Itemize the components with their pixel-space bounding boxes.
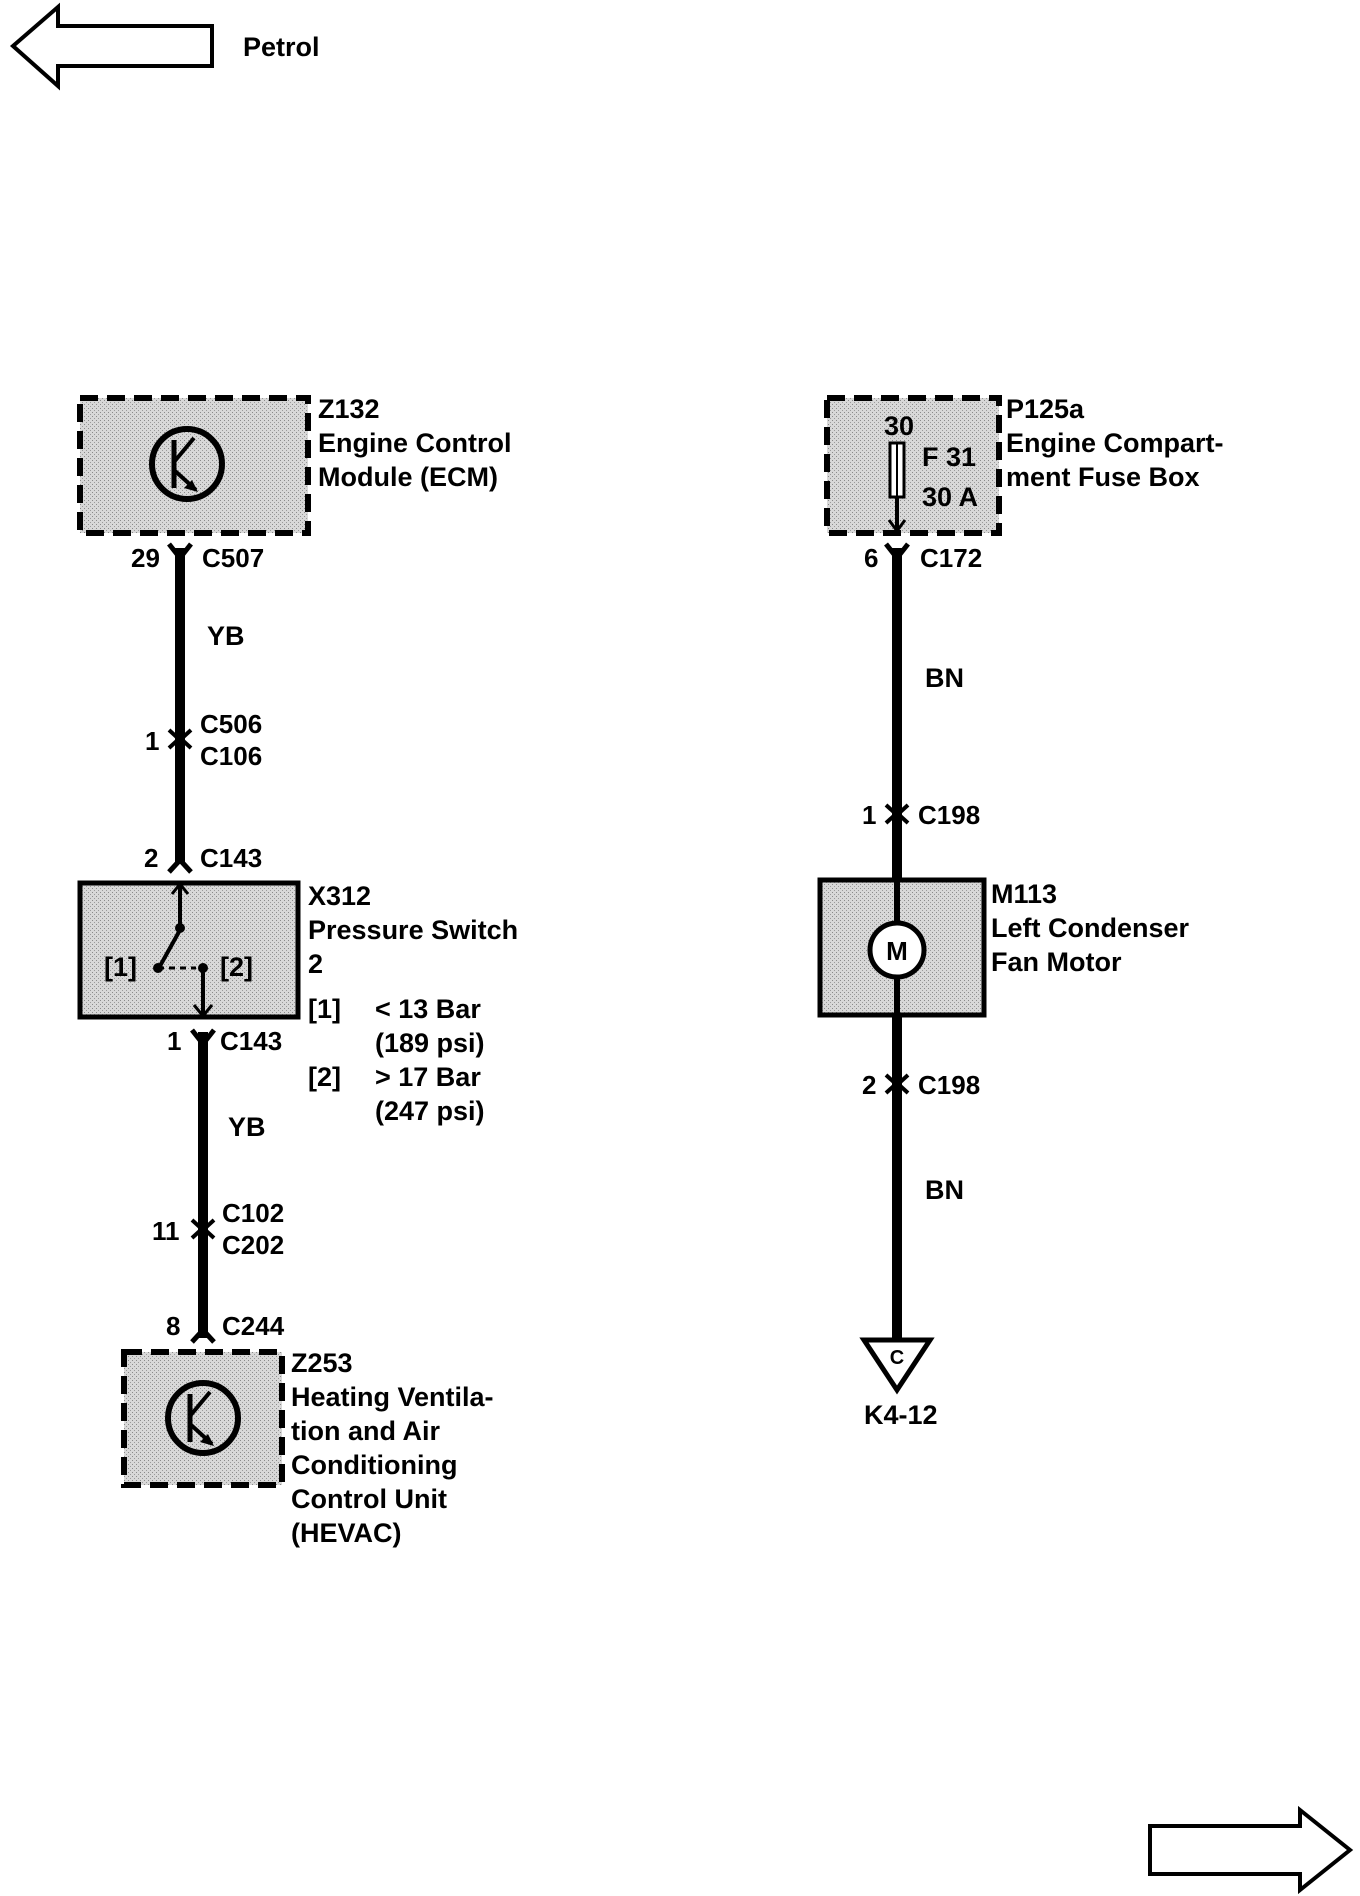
ecm-name-line2: Module (ECM) bbox=[318, 462, 498, 492]
switch-top-pin: 2 bbox=[144, 843, 158, 873]
motor-symbol: M bbox=[886, 936, 908, 966]
fusebox-code: P125a bbox=[1006, 394, 1085, 424]
pressure-switch-component bbox=[77, 880, 301, 1020]
ground-reference-label[interactable]: K4-12 bbox=[864, 1400, 938, 1430]
hevac-line-3: Conditioning bbox=[291, 1450, 457, 1480]
hevac-line-5: (HEVAC) bbox=[291, 1518, 402, 1548]
motor-component bbox=[817, 877, 987, 1018]
switch-bottom-connector: C143 bbox=[220, 1026, 282, 1056]
hevac-pin: 8 bbox=[166, 1311, 180, 1341]
transistor-icon bbox=[149, 426, 225, 502]
connector-c244-icon bbox=[190, 1326, 216, 1344]
inline-connector-c198-bottom-icon bbox=[884, 1073, 910, 1095]
wire-bn-top-color: BN bbox=[925, 663, 964, 693]
inline-connector-c506-icon bbox=[167, 728, 193, 750]
switch-top-connector: C143 bbox=[200, 843, 262, 873]
pressure-switch-count: 2 bbox=[308, 949, 323, 979]
forward-arrow-icon[interactable] bbox=[1148, 1805, 1354, 1895]
legend-2-line2: (247 psi) bbox=[375, 1096, 485, 1126]
legend-key-2: [2] bbox=[308, 1062, 341, 1092]
connector-c172-icon bbox=[884, 542, 910, 563]
back-arrow-icon[interactable] bbox=[9, 2, 214, 91]
ecm-code: Z132 bbox=[318, 394, 380, 424]
ecm-component bbox=[77, 395, 311, 536]
inline-c506-connector-a: C506 bbox=[200, 709, 262, 739]
connector-c507-icon bbox=[167, 542, 193, 563]
ecm-name-line1: Engine Control bbox=[318, 428, 511, 458]
fusebox-connector: C172 bbox=[920, 543, 982, 573]
motor-name-line2: Fan Motor bbox=[991, 947, 1122, 977]
hevac-line-4: Control Unit bbox=[291, 1484, 447, 1514]
back-label[interactable]: Petrol bbox=[243, 32, 320, 62]
ecm-pin: 29 bbox=[131, 543, 160, 573]
fusebox-component bbox=[824, 395, 1002, 536]
motor-bottom-connector: C198 bbox=[918, 1070, 980, 1100]
ground-reference-icon[interactable] bbox=[859, 1337, 935, 1395]
switch-contact1-label: [1] bbox=[104, 952, 137, 982]
motor-code: M113 bbox=[991, 879, 1057, 909]
connector-c143-bottom-icon bbox=[190, 1028, 216, 1049]
fusebox-rating: 30 A bbox=[922, 482, 978, 512]
wire-bn-bottom-color: BN bbox=[925, 1175, 964, 1205]
inline-c506-pin: 1 bbox=[145, 726, 159, 756]
hevac-connector: C244 bbox=[222, 1311, 285, 1341]
motor-bottom-pin: 2 bbox=[862, 1070, 876, 1100]
fusebox-name-line1: Engine Compart- bbox=[1006, 428, 1224, 458]
motor-icon bbox=[867, 920, 927, 980]
motor-name-line1: Left Condenser bbox=[991, 913, 1190, 943]
transistor-icon bbox=[165, 1380, 241, 1456]
legend-1-line1: < 13 Bar bbox=[375, 994, 481, 1024]
fusebox-pin: 6 bbox=[864, 543, 878, 573]
ecm-connector: C507 bbox=[202, 543, 264, 573]
inline-c102-pin: 11 bbox=[152, 1216, 180, 1246]
hevac-line-1: Heating Ventila- bbox=[291, 1382, 494, 1412]
fusebox-name-line2: ment Fuse Box bbox=[1006, 462, 1200, 492]
inline-c102-connector-a: C102 bbox=[222, 1198, 284, 1228]
inline-c102-connector-b: C202 bbox=[222, 1230, 284, 1260]
switch-contact-icon bbox=[153, 881, 214, 1019]
legend-2-line1: > 17 Bar bbox=[375, 1062, 481, 1092]
inline-connector-c198-top-icon bbox=[884, 803, 910, 825]
fuse-icon bbox=[887, 441, 907, 534]
switch-bottom-pin: 1 bbox=[167, 1026, 181, 1056]
hevac-code: Z253 bbox=[291, 1348, 353, 1378]
pressure-switch-code: X312 bbox=[308, 881, 371, 911]
legend-1-line2: (189 psi) bbox=[375, 1028, 485, 1058]
inline-connector-c102-icon bbox=[190, 1218, 216, 1240]
fusebox-fuse: F 31 bbox=[922, 442, 976, 472]
connector-c143-top-icon bbox=[167, 856, 193, 874]
hevac-line-2: tion and Air bbox=[291, 1416, 440, 1446]
legend-key-1: [1] bbox=[308, 994, 341, 1024]
motor-top-pin: 1 bbox=[862, 800, 876, 830]
ground-reference-symbol: C bbox=[890, 1347, 904, 1369]
fusebox-terminal: 30 bbox=[884, 411, 914, 441]
inline-c506-connector-b: C106 bbox=[200, 741, 262, 771]
wire-yb-bottom-color: YB bbox=[228, 1112, 266, 1142]
pressure-switch-name: Pressure Switch bbox=[308, 915, 518, 945]
hevac-component bbox=[121, 1349, 285, 1488]
wire-yb-top-color: YB bbox=[207, 621, 245, 651]
motor-top-connector: C198 bbox=[918, 800, 980, 830]
switch-contact2-label: [2] bbox=[220, 952, 253, 982]
